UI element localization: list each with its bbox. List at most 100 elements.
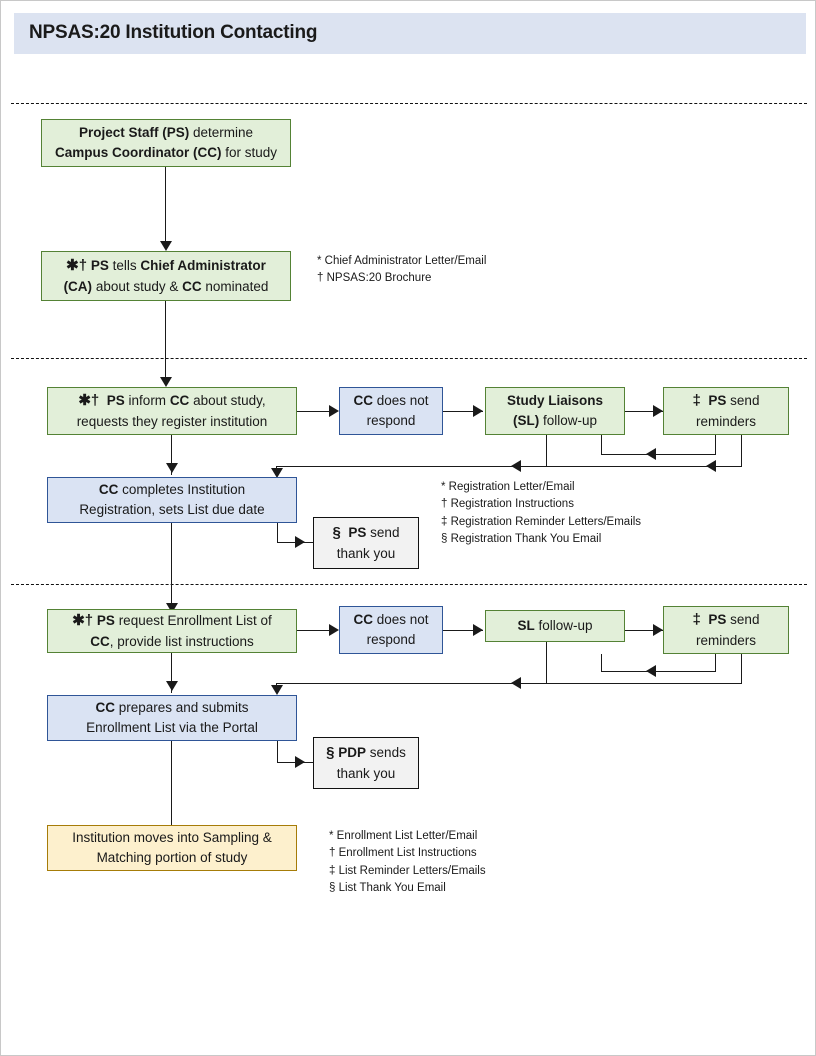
connector-line-p2-p3: [165, 301, 166, 381]
connector-inform-to-norespond: [297, 411, 337, 412]
p4-rem-line2: reminders: [695, 633, 757, 649]
legend-phase4-item-0: * Enrollment List Letter/Email: [329, 830, 478, 842]
box-symbols-star-dagger: ✱†: [66, 257, 88, 275]
p3-rem-rest: send: [726, 393, 760, 409]
loop-p4-small-left-stem: [601, 654, 602, 672]
loop-p3-small-left-stem: [601, 435, 602, 455]
legend-phase4-item-2: ‡ List Reminder Letters/Emails: [329, 864, 486, 877]
box-ps-request-enrollment-list[interactable]: ✱† PS request Enrollment List of CC, pro…: [47, 609, 297, 653]
connector-request-to-submit: [171, 653, 172, 693]
box1-line2-bold: Campus Coordinator (CC): [54, 145, 222, 160]
connector-p3-p4: [171, 523, 172, 607]
box-ps-send-reminders-enrollment[interactable]: ‡ PS send reminders: [663, 606, 789, 654]
p4-ty-rest: sends: [366, 745, 406, 761]
connector-inform-to-registration: [171, 435, 172, 475]
connector-registration-to-thankyou-stem: [277, 523, 278, 542]
p3-inform-b: inform: [124, 393, 170, 409]
legend-phase3: * Registration Letter/Email † Registrati…: [441, 479, 641, 549]
arrowhead-inform-to-registration: [166, 463, 178, 473]
p2-line2-d: nominated: [201, 279, 269, 295]
p3-ty-bold: PS: [348, 525, 367, 541]
p4-rem-bold: PS: [708, 612, 727, 628]
box-ps-inform-cc-register[interactable]: ✱† PS inform CC about study, requests th…: [47, 387, 297, 435]
box-pdp-sends-thank-you[interactable]: § PDP sends thank you: [313, 737, 419, 789]
loop-p3-small-horizontal: [601, 454, 716, 455]
loop-p4-reminders-stem: [741, 654, 742, 684]
arrowhead-registration-to-thankyou: [295, 536, 305, 548]
arrowhead-sl-to-reminders-enrollment: [653, 624, 663, 636]
p4-req-c: CC: [90, 634, 110, 650]
p3-sl-line2-bold: (SL): [512, 413, 540, 428]
p3-sl-line1: Study Liaisons: [506, 393, 604, 409]
box-cc-does-not-respond-registration[interactable]: CC does not respond: [339, 387, 443, 435]
connector-sl-to-reminders: [625, 411, 663, 412]
phase-separator-2: [11, 358, 807, 359]
box1-line2-rest: for study: [221, 145, 278, 160]
connector-submit-to-pdp-stem: [277, 741, 278, 763]
connector-request-to-norespond: [297, 630, 337, 631]
box-cc-completes-registration[interactable]: CC completes Institution Registration, s…: [47, 477, 297, 523]
arrowhead-p2-p3: [160, 377, 172, 387]
arrowhead-loop-p3-reminders: [706, 460, 716, 472]
p3-sl-line2-rest: follow-up: [539, 413, 598, 428]
box-project-staff-determine-cc[interactable]: Project Staff (PS) determine Campus Coor…: [41, 119, 291, 167]
p3-inform-d: about study,: [189, 393, 266, 409]
box-study-liaisons-followup[interactable]: Study Liaisons (SL) follow-up: [485, 387, 625, 435]
arrowhead-loop-p3-small: [646, 448, 656, 460]
p2-line1-c: Chief Administrator: [140, 258, 266, 274]
page-title: NPSAS:20 Institution Contacting: [29, 22, 318, 43]
legend-phase3-item-3: § Registration Thank You Email: [441, 533, 602, 546]
box-ps-send-thank-you[interactable]: § PS send thank you: [313, 517, 419, 569]
box-symbols-star-dagger: ✱†: [78, 392, 100, 410]
p4-nr-line2: respond: [366, 632, 416, 647]
arrowhead-loop-p3-sl: [511, 460, 521, 472]
p4-sl-bold: SL: [517, 618, 535, 634]
arrowhead-norespond-to-sl-enrollment: [473, 624, 483, 636]
p2-line2-b: about study &: [92, 279, 183, 295]
box-cc-prepares-submits-list[interactable]: CC prepares and submits Enrollment List …: [47, 695, 297, 741]
p3-nr-bold: CC: [353, 393, 373, 409]
loop-p3-reminders-stem: [741, 435, 742, 467]
arrowhead-loop-p4-into-submit: [271, 685, 283, 695]
connector-norespond-to-sl-enrollment: [443, 630, 483, 631]
box-institution-moves-to-sampling[interactable]: Institution moves into Sampling & Matchi…: [47, 825, 297, 871]
p4-nr-bold: CC: [353, 612, 373, 628]
p3-rem-bold: PS: [708, 393, 727, 409]
connector-norespond-to-sl: [443, 411, 483, 412]
box-sl-followup-enrollment[interactable]: SL follow-up: [485, 610, 625, 642]
legend-phase3-item-2: ‡ Registration Reminder Letters/Emails: [441, 515, 642, 528]
loop-p3-sl-stem: [546, 435, 547, 467]
loop-p4-small-horizontal: [601, 671, 716, 672]
box-symbol-section: §: [326, 744, 335, 762]
box-symbol-double-dagger: ‡: [692, 611, 701, 629]
arrowhead-norespond-to-sl: [473, 405, 483, 417]
p4-nr-rest: does not: [372, 612, 429, 628]
legend-phase2-item-1: † NPSAS:20 Brochure: [317, 272, 432, 285]
p4-req-b: request Enrollment List of: [114, 613, 272, 629]
p3-inform-line2: requests they register institution: [76, 414, 268, 430]
box-ps-tells-chief-administrator[interactable]: ✱† PS tells Chief Administrator (CA) abo…: [41, 251, 291, 301]
p4-ty-bold: PDP: [338, 745, 367, 761]
legend-phase4-item-1: † Enrollment List Instructions: [329, 847, 477, 860]
p4-req-d: , provide list instructions: [109, 634, 254, 650]
arrowhead-sl-to-reminders: [653, 405, 663, 417]
p3-inform-c: CC: [169, 393, 190, 409]
p2-line2-c: CC: [182, 279, 202, 295]
connector-submit-to-final: [171, 741, 172, 827]
legend-phase4: * Enrollment List Letter/Email † Enrollm…: [329, 828, 486, 898]
p3-ty-line2: thank you: [336, 546, 396, 562]
box1-line1-rest: determine: [189, 125, 254, 141]
arrowhead-loop-p3-into-registration: [271, 468, 283, 478]
p4-rem-rest: send: [726, 612, 760, 628]
connector-line-p1-p2: [165, 167, 166, 245]
p3-nr-line2: respond: [366, 413, 416, 428]
p4-sl-rest: follow-up: [534, 618, 593, 634]
arrowhead-p3-p4: [166, 603, 178, 613]
connector-sl-to-reminders-enrollment: [625, 630, 663, 631]
arrowhead-request-to-submit: [166, 681, 178, 691]
arrowhead-loop-p4-small: [646, 665, 656, 677]
box-ps-send-reminders-registration[interactable]: ‡ PS send reminders: [663, 387, 789, 435]
arrowhead-inform-to-norespond: [329, 405, 339, 417]
p4-sub-bold: CC: [95, 700, 115, 716]
box-cc-does-not-respond-enrollment[interactable]: CC does not respond: [339, 606, 443, 654]
